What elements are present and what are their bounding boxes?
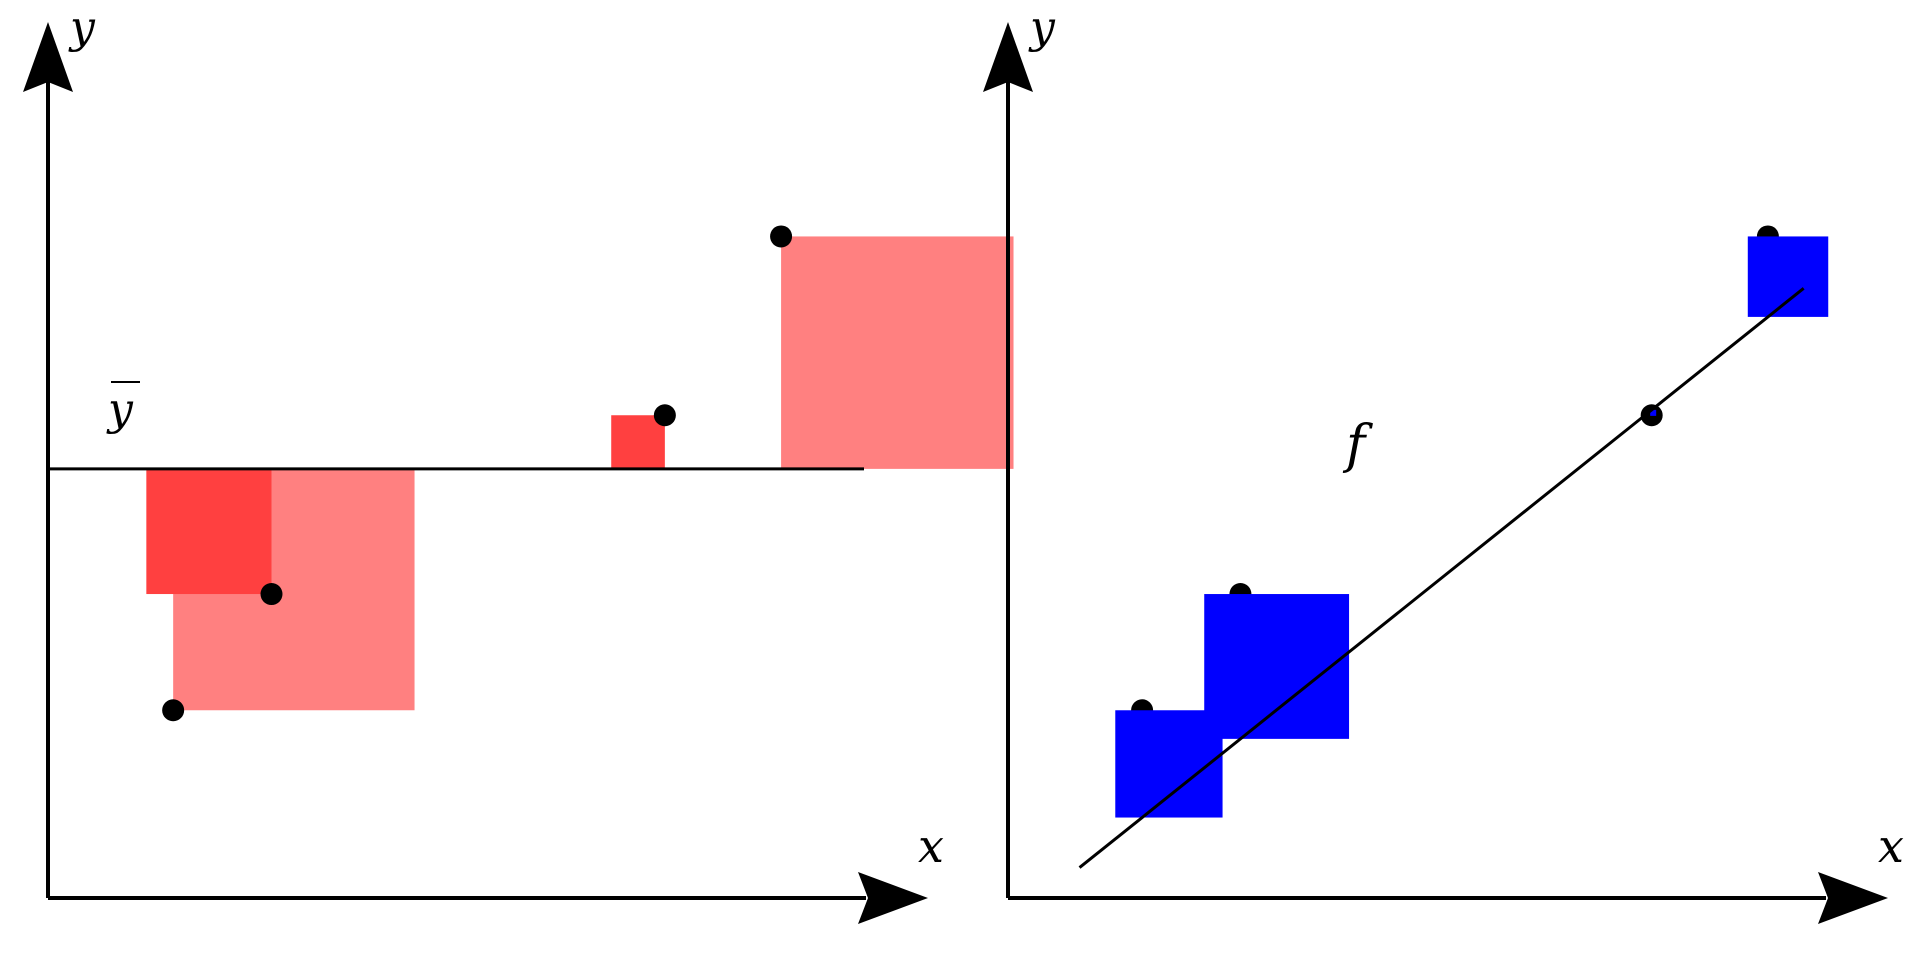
residual-square: [1204, 594, 1350, 739]
total-variation-panel: y x y: [23, 2, 1014, 924]
fit-line: [1078, 287, 1805, 869]
y-axis-arrow-icon: [983, 22, 1033, 92]
y-axis-label: y: [68, 2, 96, 53]
data-point: [260, 583, 283, 606]
x-axis-label: x: [918, 819, 944, 873]
residual-variation-panel: y x f: [983, 2, 1904, 924]
data-point: [653, 404, 676, 427]
y-axis-label: y: [1028, 2, 1056, 53]
residual-square: [1747, 236, 1829, 317]
data-point: [162, 699, 185, 722]
deviation-square: [611, 415, 665, 469]
total-squares-layer: [146, 236, 1014, 711]
residual-squares-layer: [1115, 236, 1829, 818]
data-point: [770, 225, 793, 248]
residual-square: [1650, 409, 1657, 416]
x-axis-arrow-icon: [858, 872, 928, 924]
points-layer: [162, 225, 793, 722]
mean-label: y: [106, 384, 134, 435]
x-axis-arrow-icon: [1818, 872, 1888, 924]
fit-label: f: [1342, 415, 1373, 475]
deviation-square: [146, 468, 272, 595]
y-axis-arrow-icon: [23, 22, 73, 92]
deviation-square: [781, 236, 1014, 469]
x-axis-label: x: [1878, 819, 1904, 873]
